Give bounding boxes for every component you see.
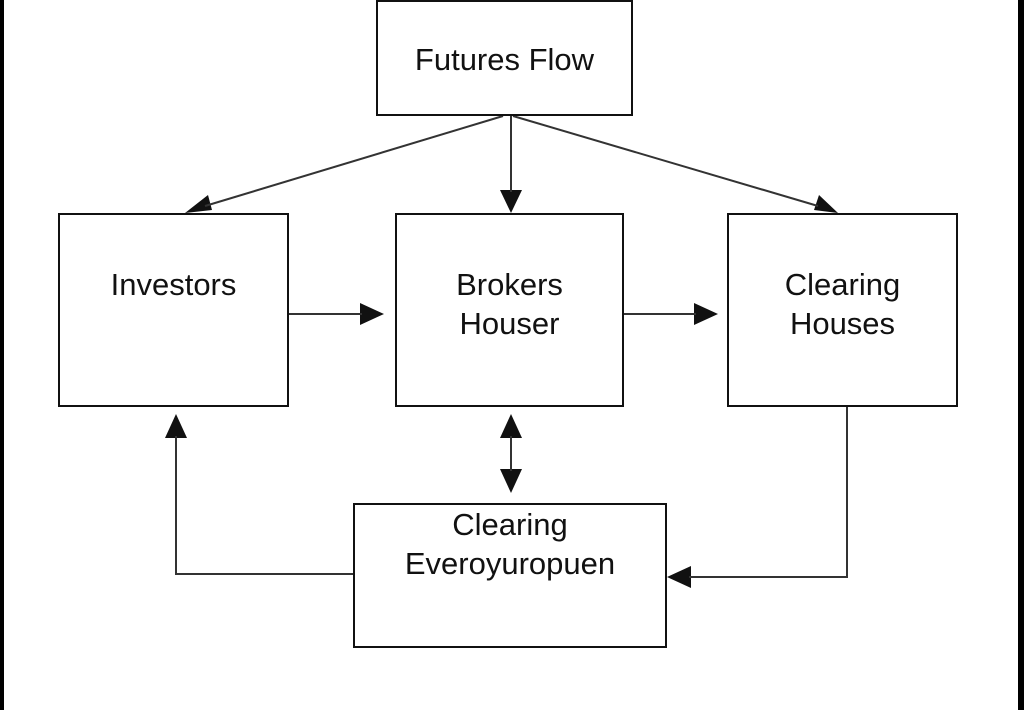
node-investors: Investors (58, 213, 289, 407)
node-brokers-label-line2: Houser (459, 306, 560, 341)
connector-lines (175, 115, 848, 578)
arrowhead-title-to-investors (185, 195, 212, 213)
node-clearing-euro-label-line1: Clearing (452, 507, 568, 542)
arrowhead-investors-to-brokers (360, 303, 384, 325)
arrowhead-title-to-brokers (500, 190, 522, 213)
edge-clearing-houses-to-clearing-euro (689, 407, 848, 578)
arrowhead-brokers-up (500, 414, 522, 438)
arrowhead-brokers-to-clearing-houses (694, 303, 718, 325)
node-investors-label: Investors (110, 267, 237, 302)
node-brokers-houser: Brokers Houser (395, 213, 624, 407)
node-brokers-label-line1: Brokers (456, 267, 563, 302)
arrowhead-clearing-euro-up (500, 469, 522, 493)
node-futures-flow: Futures Flow (376, 0, 633, 116)
edge-title-to-investors (204, 115, 504, 207)
arrowheads-layer (165, 190, 838, 588)
node-futures-flow-label: Futures Flow (414, 42, 595, 77)
node-clearing-houses-label-line1: Clearing (784, 267, 901, 302)
node-clearing-houses: Clearing Houses (727, 213, 958, 407)
node-clearing-houses-label-line2: Houses (789, 306, 896, 341)
node-clearing-everoyuropuen: Clearing Everoyuropuen (353, 503, 667, 648)
arrowhead-clearing-houses-to-clearing-euro (667, 566, 691, 588)
arrowhead-clearing-euro-to-investors (165, 414, 187, 438)
arrowhead-title-to-clearing-houses (814, 195, 838, 213)
edge-clearing-euro-to-investors (175, 436, 353, 575)
node-clearing-euro-label-line2: Everoyuropuen (404, 546, 616, 581)
edge-title-to-clearing-houses (512, 115, 819, 207)
